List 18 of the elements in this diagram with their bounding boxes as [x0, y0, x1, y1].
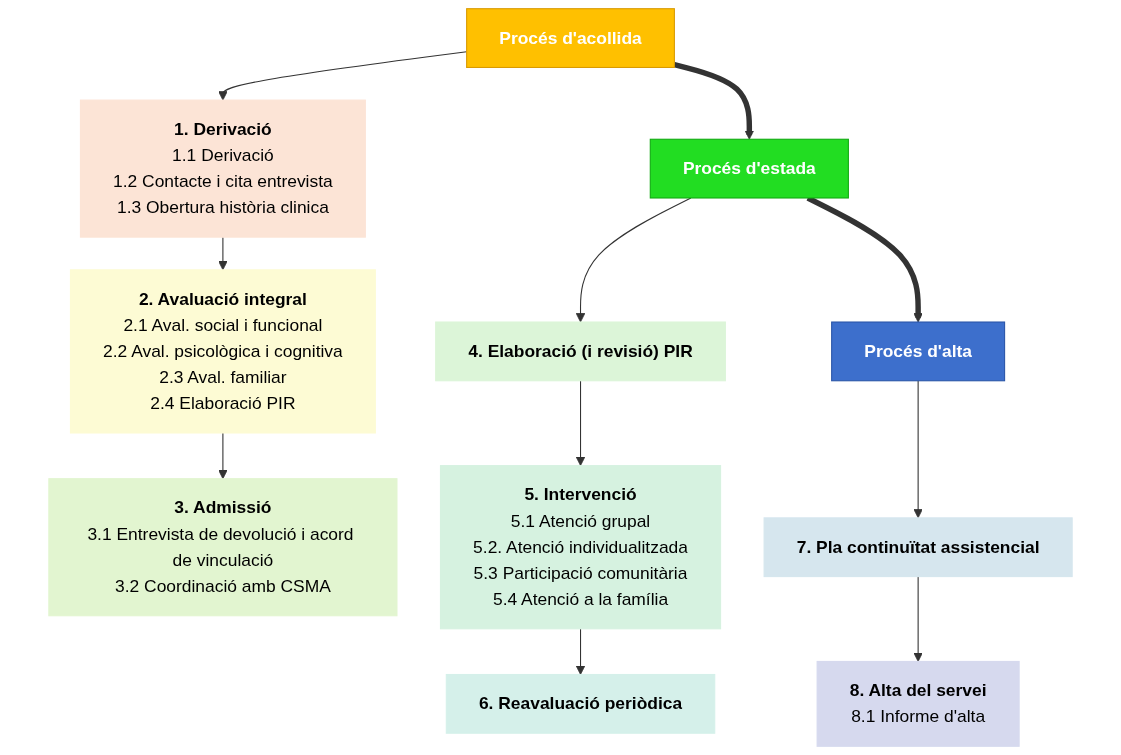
arrow — [673, 62, 755, 140]
arrow — [218, 432, 228, 480]
node-box: Procés d'acollida — [466, 8, 675, 68]
node-box: 7. Pla continuïtat assistencial — [763, 517, 1073, 578]
node-box: 1. Derivació 1.1 Derivació 1.2 Contacte i cita entrevista 1.3 Obertura història clinica — [79, 99, 366, 238]
node-box: Procés d'alta — [831, 321, 1006, 382]
arrow — [913, 576, 923, 662]
node-box: 4. Elaboració (i revisió) PIR — [435, 321, 726, 382]
arrow — [575, 628, 586, 675]
node-box: 5. Intervenció 5.1 Atenció grupal 5.2. Atenció individualitzada 5.3 Participació comunitària 5.4 Atenció a la família — [439, 465, 722, 630]
node-box: Procés d'estada — [649, 138, 849, 199]
node-box: 6. Reavaluació periòdica — [445, 673, 716, 734]
node-box: 2. Avaluació integral 2.1 Aval. social i funcional 2.2 Aval. psicològica i cognitiva 2.3 Aval. familiar 2.4 Elaboració PIR — [69, 269, 376, 434]
arrow — [575, 380, 586, 467]
node-box: 8. Alta del servei 8.1 Informe d'alta — [816, 660, 1020, 747]
arrow — [218, 236, 228, 271]
arrow — [913, 380, 923, 519]
node-box: 3. Admissió 3.1 Entrevista de devolució i acord de vinculació 3.2 Coordinació amb CSMA — [48, 478, 398, 617]
